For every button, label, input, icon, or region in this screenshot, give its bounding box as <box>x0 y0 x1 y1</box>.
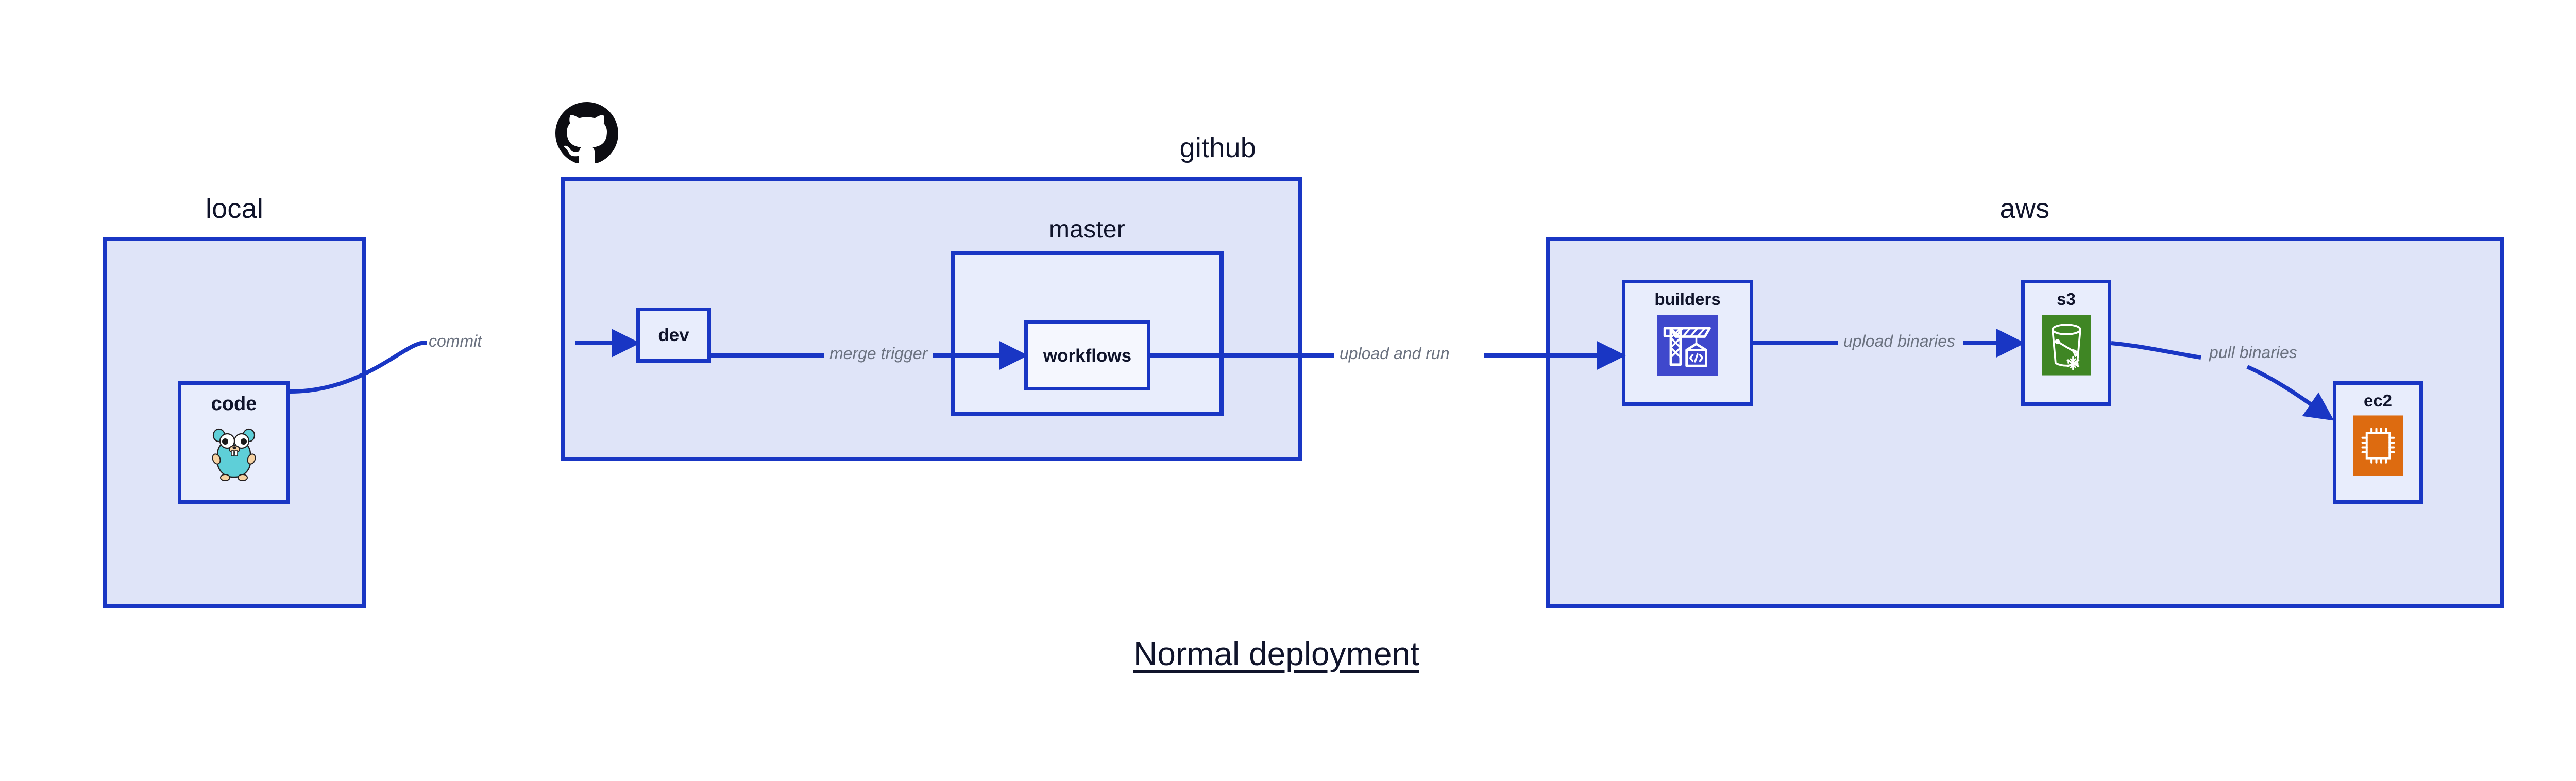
node-code[interactable]: code <box>178 381 290 504</box>
node-s3[interactable]: s3 <box>2021 280 2111 406</box>
node-label-code: code <box>211 393 257 415</box>
edge-label-upload-binaries: upload binaries <box>1843 332 1956 350</box>
edge-label-pull-binaries: pull binaries <box>2209 343 2297 362</box>
group-title-master: master <box>1049 216 1125 243</box>
github-octocat-icon <box>555 102 618 165</box>
go-gopher-icon <box>209 422 259 484</box>
aws-s3-glacier-icon <box>2041 315 2091 378</box>
group-title-local: local <box>205 193 264 224</box>
node-label-ec2: ec2 <box>2363 391 2393 410</box>
node-workflows[interactable]: workflows <box>1024 320 1150 390</box>
node-builders[interactable]: builders <box>1622 280 1753 406</box>
node-ec2[interactable]: ec2 <box>2333 381 2423 504</box>
node-label-workflows: workflows <box>1043 345 1132 366</box>
node-dev[interactable]: dev <box>636 308 711 363</box>
diagram-title: Normal deployment <box>1133 635 1419 672</box>
edge-label-upload-and-run: upload and run <box>1340 344 1450 363</box>
group-title-aws: aws <box>1999 193 2050 224</box>
aws-ec2-icon <box>2353 415 2403 479</box>
group-title-github: github <box>1179 132 1256 163</box>
node-label-s3: s3 <box>2057 290 2076 309</box>
edge-label-commit: commit <box>429 332 482 350</box>
edge-label-merge-trigger: merge trigger <box>829 344 928 363</box>
node-label-dev: dev <box>658 325 689 345</box>
aws-codebuild-icon <box>1657 315 1718 378</box>
node-label-builders: builders <box>1654 290 1721 309</box>
